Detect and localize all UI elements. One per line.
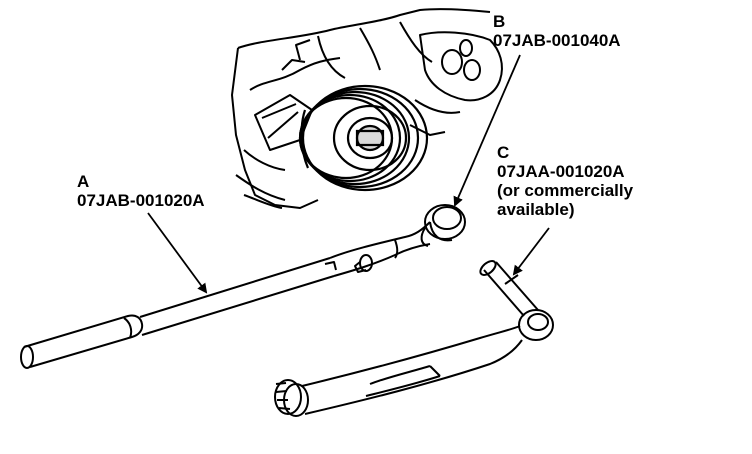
callout-a-part-number: 07JAB-001020A [77, 191, 205, 210]
callout-b: B 07JAB-001040A [493, 12, 621, 50]
callout-a: A 07JAB-001020A [77, 172, 205, 210]
callout-c-note-line1: (or commercially [497, 181, 634, 200]
callout-a-letter: A [77, 172, 90, 191]
leader-arrows [147, 54, 550, 294]
callout-c: C 07JAA-001020A (or commercially availab… [497, 143, 633, 219]
torque-wrench-a [20, 204, 466, 369]
callout-c-part-number: 07JAA-001020A [497, 162, 625, 181]
callout-b-letter: B [493, 12, 506, 31]
callout-b-part-number: 07JAB-001040A [493, 31, 621, 50]
crankshaft-pulley [298, 84, 429, 192]
torque-wrench-c [274, 260, 554, 417]
callout-c-note-line2: available) [497, 200, 575, 219]
engine-block [231, 8, 503, 209]
leader-arrow-c [512, 227, 550, 276]
leader-arrow-a [147, 212, 208, 294]
leader-arrow-b [453, 54, 521, 207]
callout-c-letter: C [497, 143, 510, 162]
